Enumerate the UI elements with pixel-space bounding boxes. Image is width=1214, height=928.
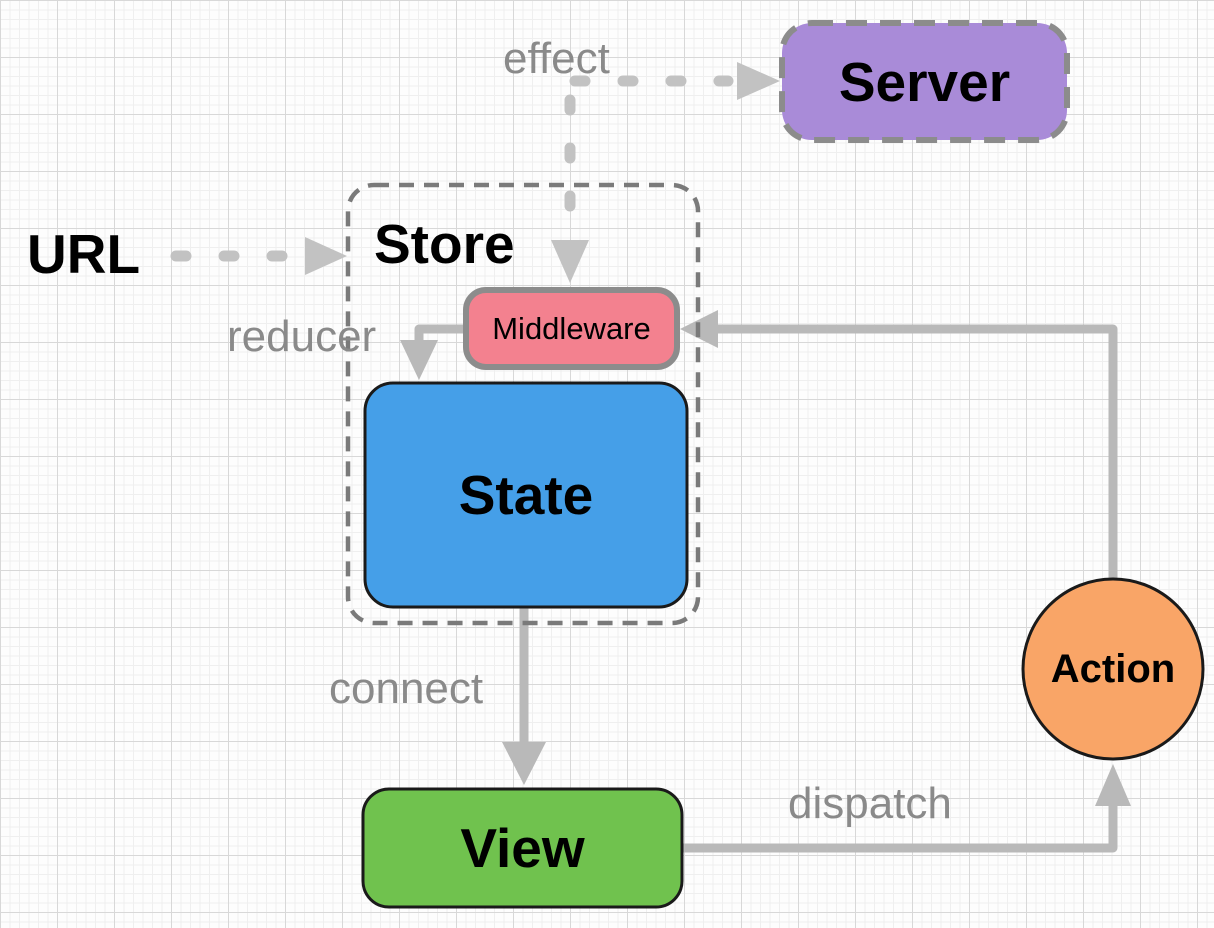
reducer-line [414,324,468,342]
url-to-store-arrowhead [305,237,347,275]
dispatch-arrow [683,764,1131,853]
connect-arrowhead [502,742,546,785]
store-label: Store [374,213,515,275]
effect-to-middleware-arrow [551,94,589,283]
action-node [1021,577,1205,761]
effect-to-middleware-arrowhead [551,240,589,283]
dispatch-edge-label: dispatch [788,779,952,828]
reducer-arrow [400,324,468,380]
view-label: View [460,817,585,879]
url-label: URL [27,223,141,285]
connect-arrow [502,606,546,785]
reducer-arrowhead [400,340,438,380]
action-label: Action [1050,646,1176,691]
state-node [363,381,689,609]
view-node [361,787,684,909]
state-label: State [458,464,594,526]
action-to-middleware-arrow [680,310,1118,580]
url-to-store-arrow [170,237,347,275]
dispatch-arrowhead [1095,764,1131,806]
effect-to-server-arrowhead [737,62,780,100]
store-container [345,182,701,626]
server-node [779,20,1070,143]
reducer-edge-label: reducer [227,312,377,361]
dispatch-line [683,804,1118,853]
action-to-middleware-line [716,324,1118,580]
server-label: Server [838,50,1011,113]
connect-edge-label: connect [329,664,484,713]
middleware-label: Middleware [492,310,651,346]
middleware-node [463,287,680,370]
effect-to-server-arrow [569,62,780,100]
effect-edge-label: effect [503,34,610,83]
